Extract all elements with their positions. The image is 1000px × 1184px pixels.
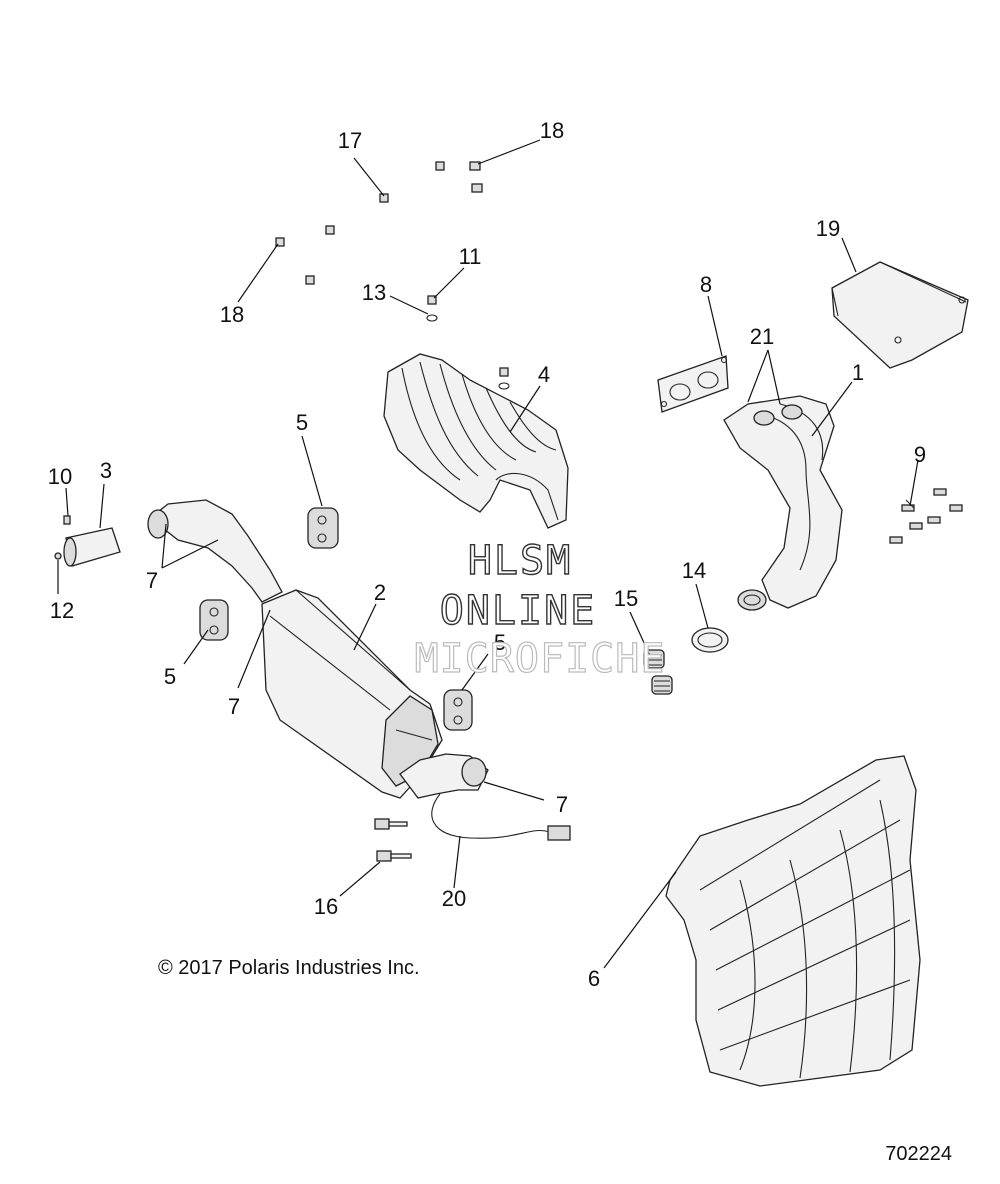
callout-14: 14 [682, 558, 706, 583]
callout-5a: 5 [296, 410, 308, 435]
callout-18a: 18 [540, 118, 564, 143]
callout-12: 12 [50, 598, 74, 623]
callout-15: 15 [614, 586, 638, 611]
rubber-isolator-left [199, 599, 229, 641]
heat-shield-plate [831, 261, 969, 369]
muffler-bolts [374, 818, 412, 862]
callout-19: 19 [816, 216, 840, 241]
small-fasteners [275, 161, 510, 390]
exhaust-clamp-ring [691, 627, 729, 653]
callout-3: 3 [100, 458, 112, 483]
leader-lines [57, 139, 919, 969]
callout-13: 13 [362, 280, 386, 305]
callout-18b: 18 [220, 302, 244, 327]
callout-7b: 7 [228, 694, 240, 719]
callout-7c: 7 [556, 792, 568, 817]
exhaust-header-pipe [723, 395, 843, 611]
callout-20: 20 [442, 886, 466, 911]
header-bolts [889, 488, 963, 544]
callout-17: 17 [338, 128, 362, 153]
callout-21: 21 [750, 324, 774, 349]
watermark-line-1: HLSM [468, 538, 572, 584]
callout-10: 10 [48, 464, 72, 489]
callout-4: 4 [538, 362, 550, 387]
callout-5b: 5 [164, 664, 176, 689]
callout-8: 8 [700, 272, 712, 297]
callout-6: 6 [588, 966, 600, 991]
callout-1: 1 [852, 360, 864, 385]
tail-tip [63, 527, 121, 567]
ribbed-heat-shield [383, 353, 569, 529]
large-heat-shield [665, 755, 921, 1087]
watermark: HLSM ONLINE MICROFICHE [414, 537, 666, 682]
diagram-id: 702224 [885, 1143, 952, 1165]
callout-2: 2 [374, 580, 386, 605]
copyright-notice: © 2017 Polaris Industries Inc. [158, 957, 420, 979]
rubber-isolator-right [443, 689, 473, 731]
callout-9: 9 [914, 442, 926, 467]
callout-5c: 5 [494, 630, 506, 655]
watermark-line-2: ONLINE [440, 588, 597, 634]
rubber-isolator-upper [307, 507, 339, 549]
tip-screw [63, 515, 71, 525]
callout-labels: 1 2 3 4 5 5 5 6 7 7 7 8 9 10 11 12 13 14… [48, 118, 926, 991]
tip-rivet [54, 552, 62, 560]
muffler-assembly [147, 499, 571, 841]
callout-7a: 7 [146, 568, 158, 593]
callout-11: 11 [459, 244, 482, 269]
exhaust-gasket [657, 355, 729, 413]
callout-16: 16 [314, 894, 338, 919]
watermark-line-3: MICROFICHE [415, 636, 666, 682]
